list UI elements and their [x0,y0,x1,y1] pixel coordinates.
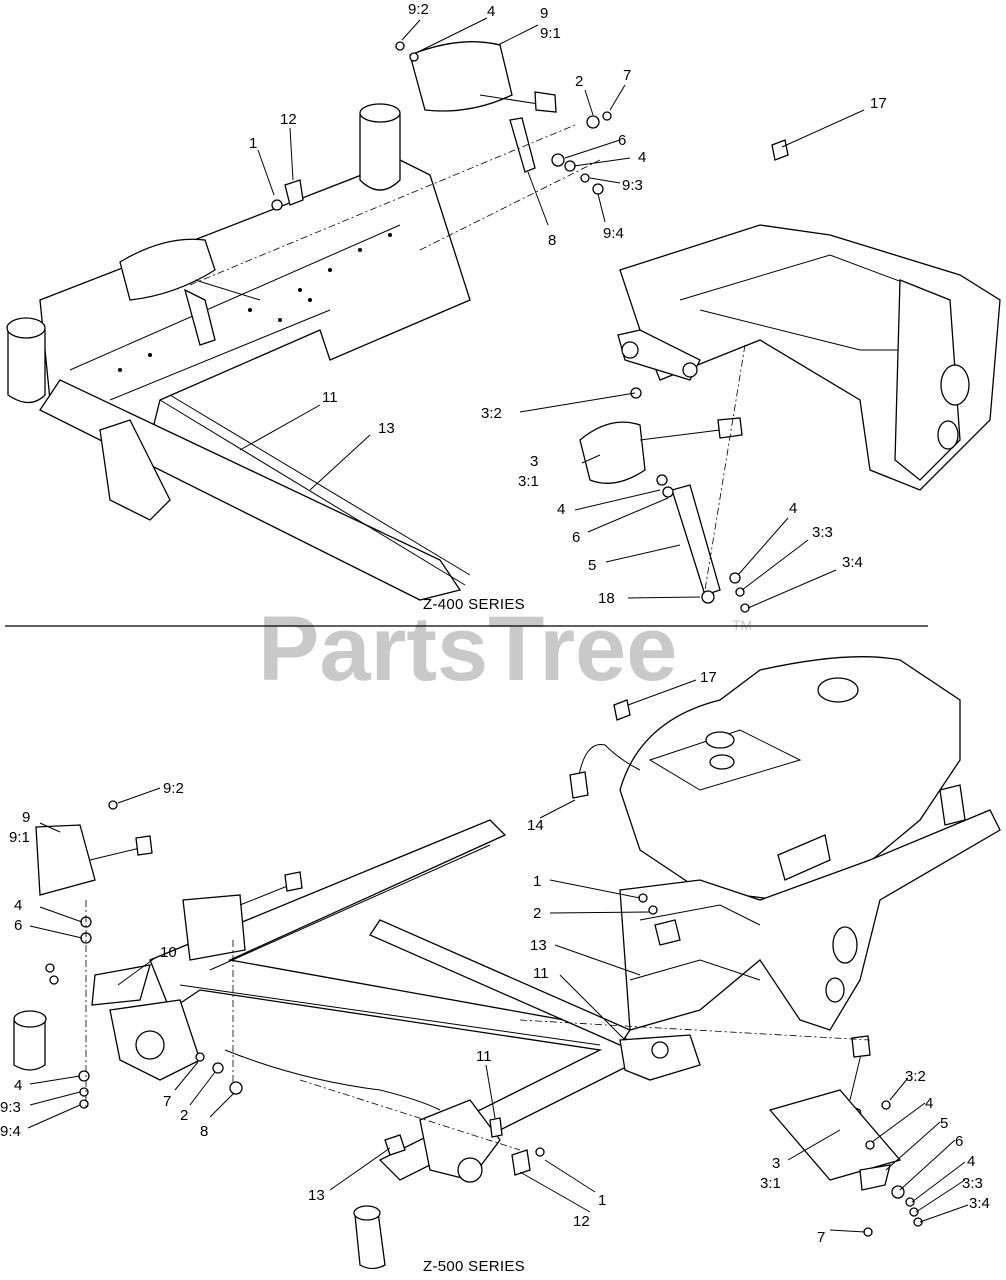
callout: 14 [527,817,544,834]
callout: 4 [557,501,565,518]
z500-frame-harness [224,1049,441,1111]
caption-z500: Z-500 SERIES [423,1258,525,1275]
callout: 9 [22,809,30,826]
callout: 3 [772,1155,780,1172]
callout: 8 [200,1123,208,1140]
callout: 11 [322,389,338,406]
callout: 6 [955,1133,963,1150]
callout: 9:1 [9,829,30,846]
z400-drawing: 9:2 4 9 9:1 2 7 6 4 9:3 9:4 8 1 12 17 11… [6,1,1001,613]
callout: 13 [530,937,547,954]
callout: 7 [623,67,631,84]
callout: 9:1 [540,25,561,42]
z500-leader-lines [27,679,969,1233]
callout: 6 [572,529,580,546]
z500-fuel-tank [619,656,961,901]
z400-clamp [284,179,304,206]
callout: 4 [638,149,646,166]
callout: 4 [14,897,22,914]
callout: 2 [533,905,541,922]
z400-frame-beam [39,159,471,442]
callout: 5 [940,1115,948,1132]
callout: 6 [618,132,626,149]
callout: 1 [249,135,257,152]
z500-seat-switch-center [182,894,246,961]
z400-frame-holes [118,233,392,372]
callout: 11 [533,965,549,982]
callout: 9:4 [0,1123,21,1140]
z500-front-bracket [419,1099,501,1181]
callout: 3:3 [962,1175,983,1192]
z500-bottom-tube [354,1211,386,1270]
caption-z400: Z-400 SERIES [423,596,525,613]
callout: 9:2 [408,1,429,18]
z400-leader-lines [239,17,865,609]
z500-main-frame [149,819,641,1181]
z400-switch-bracket-right [671,484,721,596]
z500-cross-tube [369,919,631,1046]
z400-seat-switch-right [579,421,646,484]
z500-switch-plate [768,1089,902,1181]
z500-seat-switch-left [35,824,96,896]
callout: 3:4 [842,554,863,571]
callout: 13 [378,420,395,437]
callout: 3 [530,453,538,470]
z400-left-tube [7,329,46,404]
z400-pivot-bracket [99,419,171,521]
watermark-tm: TM [732,617,752,633]
z400-lower-rail [39,379,462,601]
z400-seat-switch-top [409,41,513,112]
callout: 17 [700,669,717,686]
callout: 4 [487,3,495,20]
callout: 17 [870,95,887,112]
z400-seat-switch-left [119,238,216,301]
callout: 3:2 [905,1068,926,1085]
watermark: PartsTree TM [258,598,752,700]
callout: 9:2 [163,780,184,797]
callout: 9:3 [0,1099,21,1116]
z400-upper-tube [359,114,401,191]
callout: 3:4 [969,1195,990,1212]
z500-tank-badge [777,834,831,881]
callout: 10 [160,944,177,961]
callout: 3:3 [812,524,833,541]
callout: 1 [533,873,541,890]
z400-callouts: 9:2 4 9 9:1 2 7 6 4 9:3 9:4 8 1 12 17 11… [249,1,887,607]
z500-left-tube [13,1019,46,1071]
callout: 5 [588,557,596,574]
callout: 11 [476,1048,492,1065]
callout: 2 [180,1107,188,1124]
z500-harness [577,743,641,781]
callout: 1 [598,1192,606,1209]
callout: 9:4 [603,225,624,242]
callout: 9:3 [622,177,643,194]
callout: 2 [575,73,583,90]
callout: 4 [789,500,797,517]
z500-callouts: 17 9:2 9 9:1 4 6 10 4 9:3 9:4 7 2 8 14 1… [0,669,990,1246]
callout: 3:2 [481,405,502,422]
callout: 6 [14,917,22,934]
callout: 9 [540,5,548,22]
z500-right-frame [619,809,1001,1031]
callout: 7 [163,1093,171,1110]
callout: 4 [14,1077,22,1094]
callout: 13 [308,1187,325,1204]
z400-clip-17 [771,139,789,161]
watermark-text: PartsTree [258,598,677,700]
callout: 7 [817,1229,825,1246]
callout: 3:1 [518,473,539,490]
z500-bracket-10 [91,964,151,1006]
callout: 4 [967,1153,975,1170]
z400-switch-bracket [509,117,536,173]
z500-clip-17 [613,699,631,721]
callout: 4 [925,1095,933,1112]
callout: 18 [598,590,615,607]
z500-drawing: 17 9:2 9 9:1 4 6 10 4 9:3 9:4 7 2 8 14 1… [0,656,1001,1275]
callout: 3:1 [760,1175,781,1192]
callout: 12 [280,111,297,128]
callout: 8 [548,232,556,249]
z500-clamp-12 [511,1149,531,1176]
callout: 12 [573,1213,590,1230]
